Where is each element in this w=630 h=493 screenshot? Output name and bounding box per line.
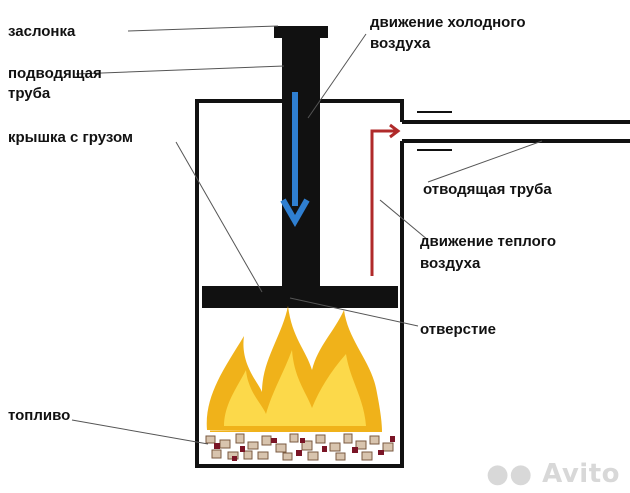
outlet-pipe xyxy=(402,111,630,151)
label-outlet-pipe: отводящая труба xyxy=(423,181,552,198)
cold-air-arrow xyxy=(280,92,310,228)
damper xyxy=(274,26,328,38)
label-cold-air-line2: воздуха xyxy=(370,35,431,52)
flames xyxy=(206,306,382,434)
avito-watermark: ●● Avito xyxy=(486,459,620,489)
label-opening: отверстие xyxy=(420,321,496,338)
leader-lines xyxy=(71,25,543,445)
label-cold-air-line1: движение холодного xyxy=(370,14,526,31)
label-warm-air-line1: движение теплого xyxy=(420,233,556,250)
label-inlet-pipe-line2: труба xyxy=(8,85,51,102)
watermark-text: Avito xyxy=(542,459,620,489)
label-lid: крышка с грузом xyxy=(8,129,134,146)
label-damper: заслонка xyxy=(8,23,76,40)
label-fuel: топливо xyxy=(8,407,71,424)
label-warm-air-line2: воздуха xyxy=(420,255,481,272)
label-inlet-pipe-line1: подводящая xyxy=(8,65,102,82)
avito-logo-icon: ●● xyxy=(486,459,533,489)
lid-with-weight xyxy=(202,286,398,308)
warm-air-arrow xyxy=(370,123,401,276)
fuel xyxy=(203,432,399,462)
stove-body xyxy=(195,99,404,468)
inlet-pipe xyxy=(282,36,320,290)
